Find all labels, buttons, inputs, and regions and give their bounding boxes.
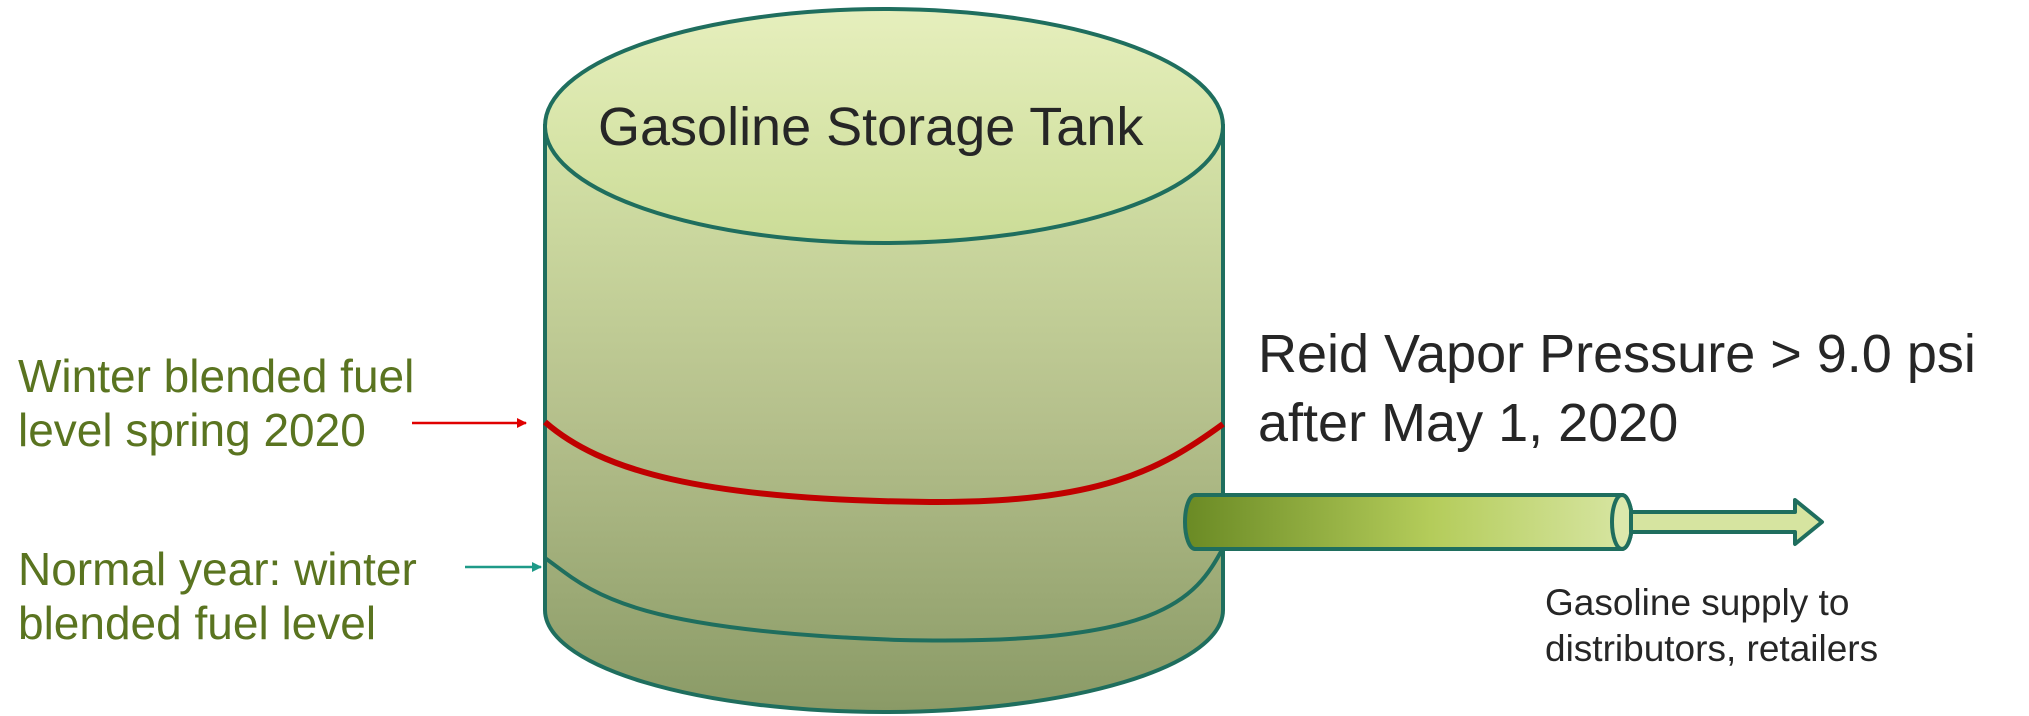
- tank-title: Gasoline Storage Tank: [598, 97, 1144, 157]
- supply-label-line1: Gasoline supply to: [1545, 582, 1850, 623]
- outlet-pipe: [1183, 493, 1634, 551]
- tank-top: [543, 7, 1225, 245]
- supply-label-line2: distributors, retailers: [1545, 628, 1879, 670]
- pressure-note: Reid Vapor Pressure > 9.0 psi after May …: [1258, 320, 1976, 458]
- winter-level-label: Winter blended fuel level spring 2020: [18, 349, 414, 458]
- winter-level-label-line2: level spring 2020: [18, 404, 366, 457]
- normal-level-label: Normal year: winter blended fuel level: [18, 542, 417, 651]
- tank-body: [543, 124, 1225, 714]
- winter-level-label-line1: Winter blended fuel: [18, 350, 415, 402]
- normal-level-label-line1: Normal year: winter: [18, 543, 417, 595]
- flow-arrow: [1629, 498, 1824, 546]
- supply-label: Gasoline supply to distributors, retaile…: [1545, 580, 1878, 673]
- normal-level-label-line2: blended fuel level: [18, 597, 377, 650]
- normal-level-line: [543, 547, 1225, 643]
- winter-level-line: [543, 419, 1225, 506]
- pressure-note-line2: after May 1, 2020: [1258, 393, 1679, 454]
- pressure-note-line1: Reid Vapor Pressure > 9.0 psi: [1258, 324, 1976, 384]
